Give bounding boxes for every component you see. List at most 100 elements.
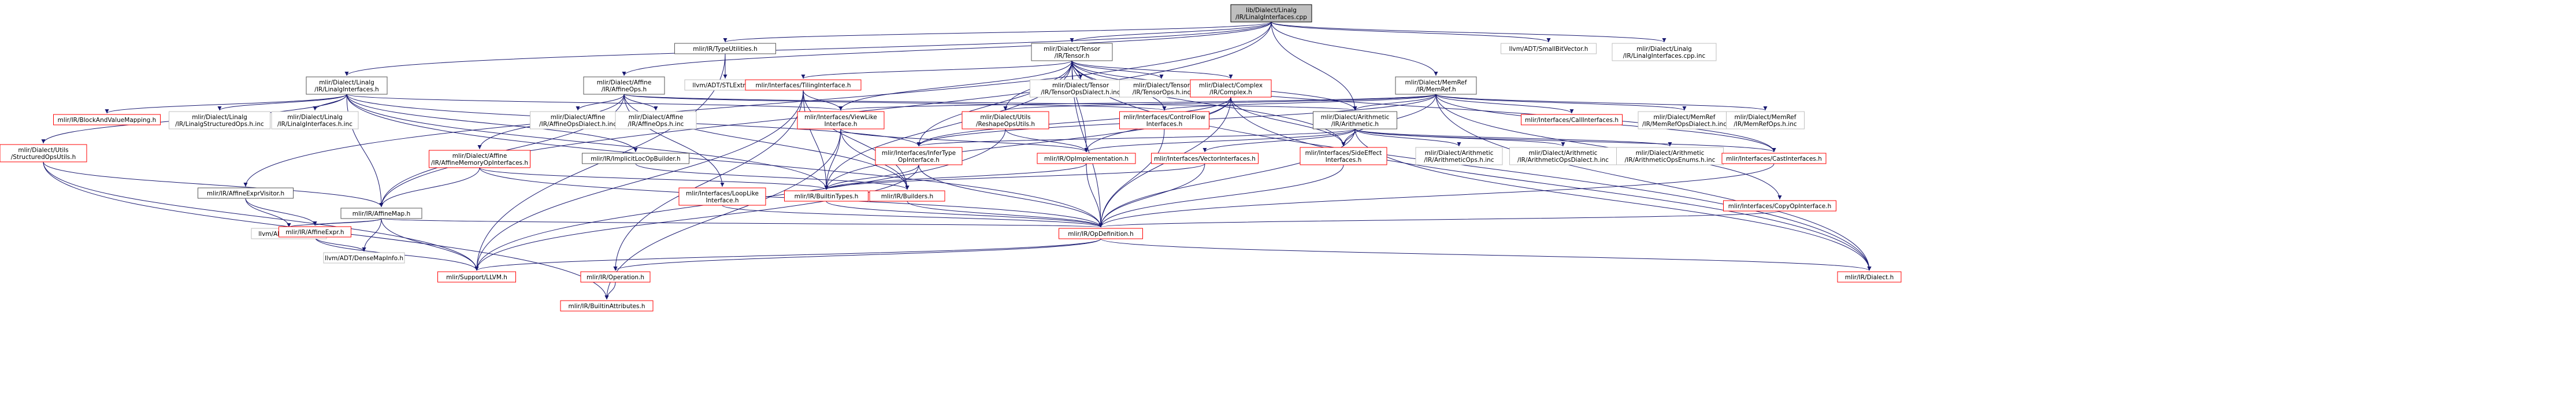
node-label-line: mlir/Dialect/MemRef xyxy=(1654,114,1716,121)
node-copy-op-iface[interactable]: mlir/Interfaces/CopyOpInterface.h xyxy=(1723,200,1836,212)
node-implicit-loc-op-builder[interactable]: mlir/IR/ImplicitLocOpBuilder.h xyxy=(582,153,689,164)
edge-affine_ops_h-to-affine_ops_dialect_inc xyxy=(576,94,625,111)
node-label-line: mlir/Dialect/Utils xyxy=(18,147,68,154)
node-dialect[interactable]: mlir/IR/Dialect.h xyxy=(1837,271,1902,283)
node-label-line: /IR/AffineOpsDialect.h.inc xyxy=(539,121,617,128)
node-tiling-iface[interactable]: mlir/Interfaces/TilingInterface.h xyxy=(745,79,862,91)
edge-affine_expr_visitor-to-array_ref xyxy=(245,198,291,228)
node-operation[interactable]: mlir/IR/Operation.h xyxy=(580,271,651,283)
node-reshape-ops-utils[interactable]: mlir/Dialect/Utils/ReshapeOpsUtils.h xyxy=(962,111,1049,130)
node-label-line: mlir/Dialect/Linalg xyxy=(287,114,343,121)
node-label-line: llvm/ADT/STLExtras.h xyxy=(692,82,758,89)
node-linalg-structured-ops-inc[interactable]: mlir/Dialect/Linalg/IR/LinalgStructuredO… xyxy=(169,111,270,130)
node-builders[interactable]: mlir/IR/Builders.h xyxy=(869,190,945,202)
node-affine-memory-op-ifaces[interactable]: mlir/Dialect/Affine/IR/AffineMemoryOpInt… xyxy=(429,150,530,168)
node-box xyxy=(615,111,697,130)
node-label-line: /IR/LinalgInterfaces.cpp xyxy=(1235,14,1307,21)
edge-op_definition-to-dialect xyxy=(1100,238,1872,271)
edge-memref_h-to-memref_ops_inc xyxy=(1435,94,1768,111)
node-type-utilities[interactable]: mlir/IR/TypeUtilities.h xyxy=(674,43,776,54)
edge-reshape_ops_utils-to-op_implementation xyxy=(1005,128,1089,153)
node-structured-ops-utils[interactable]: mlir/Dialect/Utils/StructuredOpsUtils.h xyxy=(0,144,87,162)
node-box xyxy=(560,300,654,312)
node-box xyxy=(745,79,862,91)
node-dense-map-info[interactable]: llvm/ADT/DenseMapInfo.h xyxy=(323,252,405,264)
node-tensor-h[interactable]: mlir/Dialect/Tensor/IR/Tensor.h xyxy=(1031,43,1113,61)
edge-root-to-small_bit_vector xyxy=(1271,21,1551,43)
node-memref-ops-dialect-inc[interactable]: mlir/Dialect/MemRef/IR/MemRefOpsDialect.… xyxy=(1638,111,1731,130)
node-label-line: mlir/Dialect/Arithmetic xyxy=(1529,150,1598,157)
node-label-line: mlir/Interfaces/VectorInterfaces.h xyxy=(1154,156,1256,162)
edge-tensor_h-to-dialect xyxy=(1071,60,1872,271)
edge-linalg_ifaces_h-to-builtin_types xyxy=(346,94,829,190)
node-support-llvm[interactable]: mlir/Support/LLVM.h xyxy=(437,271,516,283)
node-affine-ops-dialect-inc[interactable]: mlir/Dialect/Affine/IR/AffineOpsDialect.… xyxy=(530,111,626,130)
node-label-line: /IR/LinalgInterfaces.h xyxy=(314,86,378,93)
node-memref-ops-inc[interactable]: mlir/Dialect/MemRef/IR/MemRefOps.h.inc xyxy=(1726,111,1805,130)
node-box xyxy=(1037,153,1136,164)
node-box xyxy=(1395,76,1477,95)
node-tensor-ops-dialect-inc[interactable]: mlir/Dialect/Tensor/IR/TensorOpsDialect.… xyxy=(1030,79,1131,98)
node-box xyxy=(306,76,388,95)
node-label-line: /IR/Complex.h xyxy=(1209,89,1252,96)
edge-memref_h-to-copy_op_iface xyxy=(1435,94,1782,200)
node-label-line: mlir/Interfaces/InferType xyxy=(882,150,956,157)
node-memref-h[interactable]: mlir/Dialect/MemRef/IR/MemRef.h xyxy=(1395,76,1477,95)
node-label-line: mlir/Dialect/Arithmetic xyxy=(1636,150,1705,157)
edge-arith_h-to-arith_ops_inc xyxy=(1354,128,1461,147)
node-arith-ops-dialect-inc[interactable]: mlir/Dialect/Arithmetic/IR/ArithmeticOps… xyxy=(1509,147,1617,165)
node-linalg-ifaces-h-inc[interactable]: mlir/Dialect/Linalg/IR/LinalgInterfaces.… xyxy=(271,111,359,130)
node-box xyxy=(1612,43,1717,61)
node-op-implementation[interactable]: mlir/IR/OpImplementation.h xyxy=(1037,153,1136,164)
edge-affine_memory_op_ifaces-to-builtin_types xyxy=(479,167,829,190)
edge-memref_h-to-reshape_ops_utils xyxy=(1003,94,1437,111)
edge-complex_h-to-side_effect_ifaces xyxy=(1230,97,1346,147)
node-tensor-ops-inc[interactable]: mlir/Dialect/Tensor/IR/TensorOps.h.inc xyxy=(1119,79,1204,98)
node-label-line: mlir/IR/ImplicitLocOpBuilder.h xyxy=(591,156,680,162)
node-arith-ops-enums-inc[interactable]: mlir/Dialect/Arithmetic/IR/ArithmeticOps… xyxy=(1616,147,1724,165)
node-vector-ifaces[interactable]: mlir/Interfaces/VectorInterfaces.h xyxy=(1151,153,1259,164)
edge-memref_h-to-view_like_iface xyxy=(839,94,1437,111)
node-label-line: Interface.h xyxy=(706,197,738,204)
node-box xyxy=(1521,114,1623,125)
node-linalg-ifaces-h[interactable]: mlir/Dialect/Linalg/IR/LinalgInterfaces.… xyxy=(306,76,388,95)
node-label-line: /ReshapeOpsUtils.h xyxy=(976,121,1035,128)
node-small-bit-vector[interactable]: llvm/ADT/SmallBitVector.h xyxy=(1501,43,1597,54)
node-complex-h[interactable]: mlir/Dialect/Complex/IR/Complex.h xyxy=(1190,79,1272,98)
node-builtin-types[interactable]: mlir/IR/BuiltinTypes.h xyxy=(784,190,868,202)
node-cast-ifaces[interactable]: mlir/Interfaces/CastInterfaces.h xyxy=(1721,153,1827,164)
node-affine-ops-inc[interactable]: mlir/Dialect/Affine/IR/AffineOps.h.inc xyxy=(615,111,697,130)
node-label-line: mlir/Interfaces/ViewLike xyxy=(804,114,877,121)
node-box xyxy=(1723,200,1836,212)
node-affine-map[interactable]: mlir/IR/AffineMap.h xyxy=(340,208,422,219)
node-arith-h[interactable]: mlir/Dialect/Arithmetic/IR/Arithmetic.h xyxy=(1313,111,1397,130)
node-affine-expr-visitor[interactable]: mlir/IR/AffineExprVisitor.h xyxy=(198,187,294,199)
node-affine-expr[interactable]: mlir/IR/AffineExpr.h xyxy=(279,226,351,238)
edge-arith_h-to-op_implementation xyxy=(1084,128,1356,153)
node-call-ifaces[interactable]: mlir/Interfaces/CallInterfaces.h xyxy=(1521,114,1623,125)
edge-affine_ops_h-to-control_flow_ifaces xyxy=(623,94,1166,111)
edge-memref_h-to-call_ifaces xyxy=(1435,94,1574,114)
node-box xyxy=(1230,4,1312,23)
node-linalg-ifaces-inc[interactable]: mlir/Dialect/Linalg/IR/LinalgInterfaces.… xyxy=(1612,43,1717,61)
node-op-definition[interactable]: mlir/IR/OpDefinition.h xyxy=(1059,228,1143,239)
edge-linalg_ifaces_h-to-implicit_loc_op_builder xyxy=(346,94,638,153)
node-affine-ops-h[interactable]: mlir/Dialect/Affine/IR/AffineOps.h xyxy=(583,76,665,95)
node-label-line: mlir/Dialect/Arithmetic xyxy=(1425,150,1494,157)
node-box xyxy=(1726,111,1805,130)
node-label-line: /IR/Tensor.h xyxy=(1055,53,1089,60)
edge-affine_map-to-array_ref xyxy=(287,218,382,228)
node-label-line: Interface.h xyxy=(824,121,857,128)
node-label-line: /IR/MemRef.h xyxy=(1416,86,1456,93)
edge-affine_ops_h-to-arith_h xyxy=(623,94,1357,111)
node-block-value-mapping[interactable]: mlir/IR/BlockAndValueMapping.h xyxy=(53,114,161,125)
node-label-line: mlir/IR/OpDefinition.h xyxy=(1068,231,1134,238)
node-arith-ops-inc[interactable]: mlir/Dialect/Arithmetic/IR/ArithmeticOps… xyxy=(1415,147,1503,165)
node-builtin-attributes[interactable]: mlir/IR/BuiltinAttributes.h xyxy=(560,300,654,312)
